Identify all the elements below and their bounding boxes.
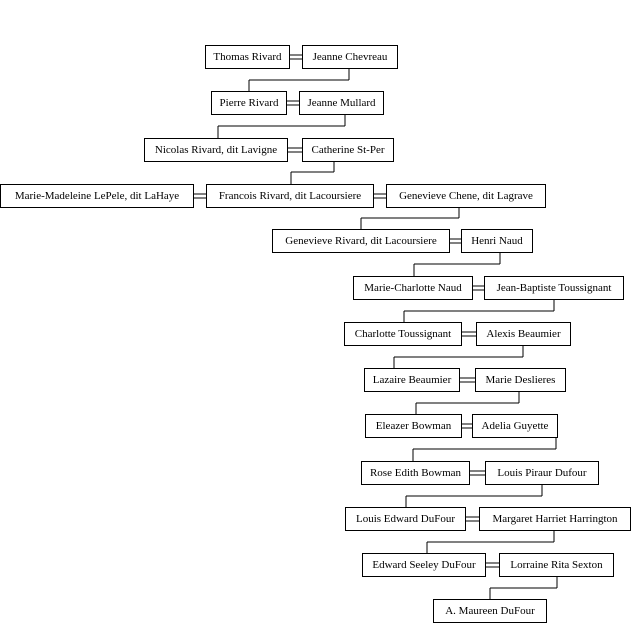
other-spouse-box: Marie-Madeleine LePele, dit LaHaye [0, 184, 194, 208]
spouse-box: Margaret Harriet Harrington [479, 507, 631, 531]
spouse-box: Jeanne Chevreau [302, 45, 398, 69]
spouse-box: Adelia Guyette [472, 414, 558, 438]
spouse-box: Lorraine Rita Sexton [499, 553, 614, 577]
person-box: Louis Edward DuFour [345, 507, 466, 531]
spouse-box: Alexis Beaumier [476, 322, 571, 346]
person-box: Rose Edith Bowman [361, 461, 470, 485]
person-box: Genevieve Rivard, dit Lacoursiere [272, 229, 450, 253]
person-box: Edward Seeley DuFour [362, 553, 486, 577]
person-box: Nicolas Rivard, dit Lavigne [144, 138, 288, 162]
spouse-box: Jeanne Mullard [299, 91, 384, 115]
person-box: Eleazer Bowman [365, 414, 462, 438]
person-box: Charlotte Toussignant [344, 322, 462, 346]
person-box: Pierre Rivard [211, 91, 287, 115]
spouse-box: Louis Piraur Dufour [485, 461, 599, 485]
person-box: Thomas Rivard [205, 45, 290, 69]
spouse-box: Catherine St-Per [302, 138, 394, 162]
spouse-box: Genevieve Chene, dit Lagrave [386, 184, 546, 208]
person-box: Marie-Charlotte Naud [353, 276, 473, 300]
spouse-box: Marie Deslieres [475, 368, 566, 392]
spouse-box: Jean-Baptiste Toussignant [484, 276, 624, 300]
person-box: A. Maureen DuFour [433, 599, 547, 623]
person-box: Francois Rivard, dit Lacoursiere [206, 184, 374, 208]
spouse-box: Henri Naud [461, 229, 533, 253]
person-box: Lazaire Beaumier [364, 368, 460, 392]
